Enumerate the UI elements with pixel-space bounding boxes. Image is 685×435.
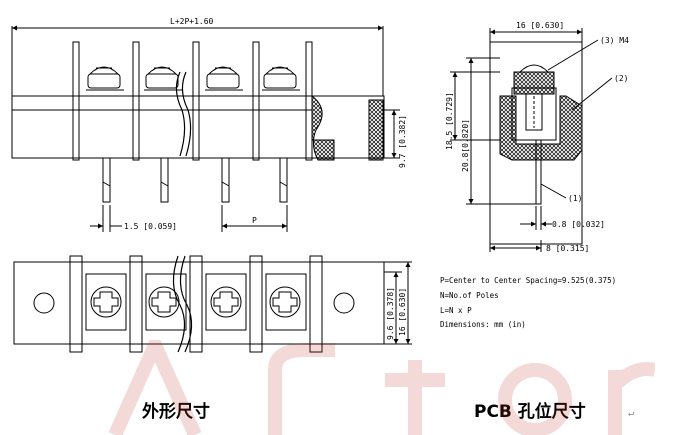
screw-head [144, 66, 182, 91]
screw-head [205, 66, 243, 91]
dim-side-width: 16 [0.630] [516, 21, 564, 30]
screw-head [86, 66, 124, 91]
screw-head [262, 66, 300, 91]
callout-1: (1) [568, 194, 582, 203]
pcb-pin [279, 157, 288, 203]
dim-side-inner: 20.8[0.820] [461, 119, 470, 172]
callout-3: (3) M4 [600, 36, 629, 45]
watermark-logo [108, 340, 655, 435]
caption-pcb: PCB 孔位尺寸 [474, 401, 586, 422]
dim-total-length: L+2P+1.60 [170, 17, 214, 26]
top-view [13, 255, 412, 353]
note-line: P=Center to Center Spacing=9.525(0.375) [440, 276, 616, 285]
terminal-screw [265, 273, 307, 331]
pcb-pin [102, 157, 111, 203]
callout-2: (2) [614, 74, 628, 83]
pcb-pin [221, 157, 230, 203]
dim-pin-thickness: 0.8 [0.032] [552, 220, 605, 229]
pcb-pin [160, 157, 169, 203]
side-view [450, 28, 613, 252]
note-line: L=N x P [440, 306, 472, 315]
mount-hole [33, 292, 55, 314]
front-view [11, 25, 400, 232]
caption-outline: 外形尺寸 [142, 401, 210, 422]
mount-hole [333, 292, 355, 314]
dim-pitch: P [252, 216, 257, 225]
notes-block: P=Center to Center Spacing=9.525(0.375) … [440, 276, 616, 329]
note-line: Dimensions: mm (in) [440, 320, 526, 329]
terminal-screw [85, 273, 127, 331]
dim-pin-height: 9.7 [0.382] [398, 115, 407, 168]
dim-height-total: 16 [0.630] [398, 288, 407, 336]
return-mark-icon: ↵ [628, 408, 634, 419]
dim-side-base: 8 [0.315] [546, 244, 589, 253]
terminal-screw [145, 273, 187, 331]
dim-side-height: 18.5 [0.729] [445, 92, 454, 150]
dim-height-top: 9.6 [0.378] [386, 287, 395, 340]
note-line: N=No.of Poles [440, 291, 499, 300]
terminal-screw [205, 273, 247, 331]
dim-pin-offset: 1.5 [0.059] [124, 222, 177, 231]
